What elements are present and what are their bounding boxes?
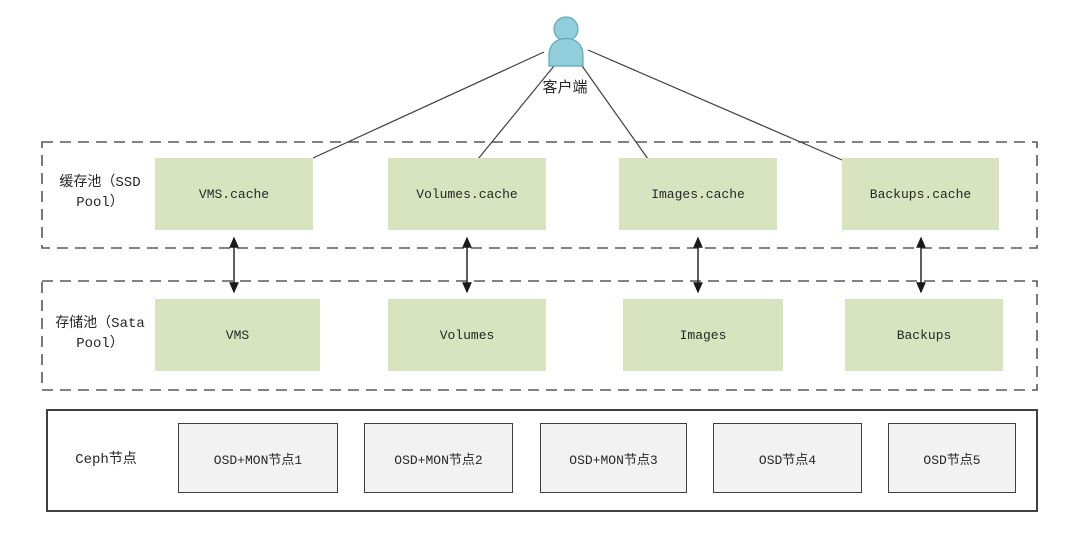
client-label: 客户端	[542, 80, 588, 97]
ceph-nodes-container	[46, 409, 1038, 512]
cache-box-backups: Backups.cache	[842, 158, 999, 230]
storage-box-volumes: Volumes	[388, 299, 546, 371]
client-to-images-cache-line	[579, 62, 649, 160]
cache-pool-label: 缓存池（SSD Pool）	[59, 175, 141, 211]
cache-box-vms: VMS.cache	[155, 158, 313, 230]
ceph-node-osd-4: OSD节点4	[713, 423, 862, 493]
ceph-node-osd-mon-1: OSD+MON节点1	[178, 423, 338, 493]
client-to-volumes-cache-line	[477, 65, 555, 160]
ceph-node-osd-5: OSD节点5	[888, 423, 1016, 493]
client-connector-lines	[312, 49, 843, 161]
ceph-nodes-label: Ceph节点	[75, 452, 137, 468]
cache-pool-container	[41, 141, 1038, 249]
storage-pool-container	[41, 280, 1038, 391]
client-person-icon	[548, 16, 584, 67]
cache-box-volumes: Volumes.cache	[388, 158, 546, 230]
storage-box-backups: Backups	[845, 299, 1003, 371]
cache-box-images: Images.cache	[619, 158, 777, 230]
client-to-backups-cache-line	[587, 49, 843, 161]
storage-box-images: Images	[623, 299, 783, 371]
storage-pool-label: 存储池（Sata Pool）	[55, 316, 145, 352]
cache-storage-arrows	[229, 236, 926, 294]
ceph-node-osd-mon-3: OSD+MON节点3	[540, 423, 687, 493]
client-to-vms-cache-line	[312, 51, 545, 159]
storage-box-vms: VMS	[155, 299, 320, 371]
ceph-node-osd-mon-2: OSD+MON节点2	[364, 423, 513, 493]
